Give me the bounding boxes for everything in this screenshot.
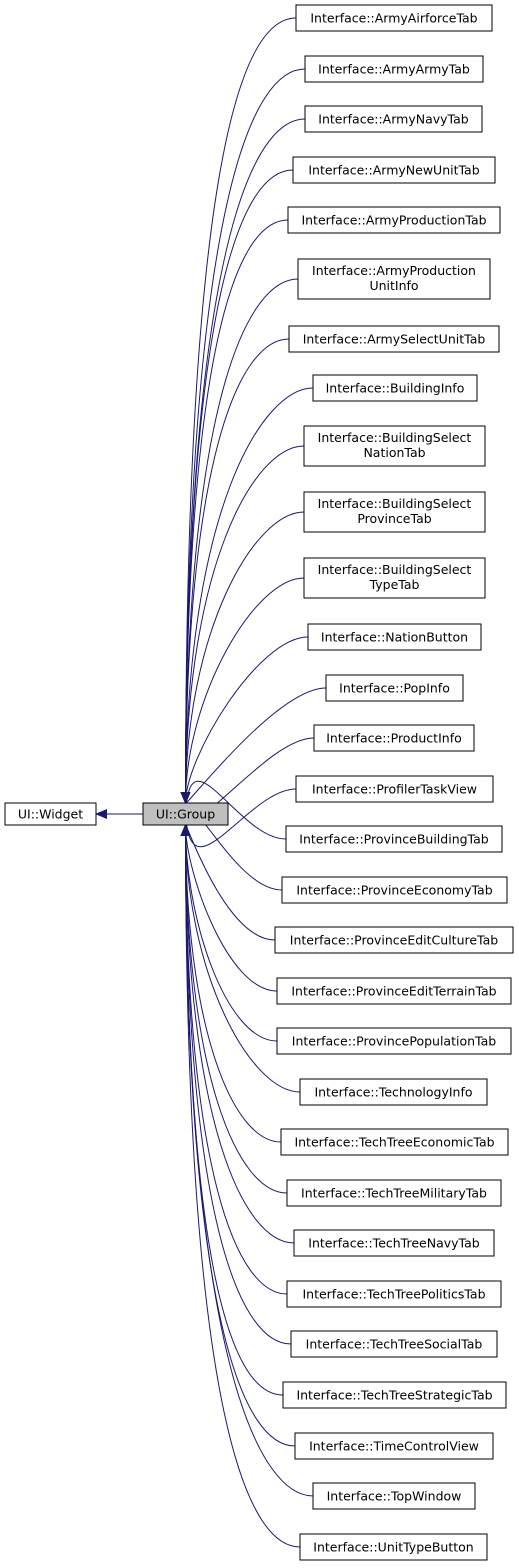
edge-army-navy-tab (180, 118, 306, 804)
edge-army-select-unit-tab (180, 338, 290, 804)
node-province-economy-tab-label-1: Interface::ProvinceEconomyTab (296, 883, 492, 898)
node-profiler-task-view[interactable]: Interface::ProfilerTaskView (295, 775, 494, 803)
edge-building-select-nation-tab (180, 445, 305, 804)
node-technology-info[interactable]: Interface::TechnologyInfo (299, 1078, 488, 1106)
node-province-population-tab-label-1: Interface::ProvincePopulationTab (292, 1034, 496, 1049)
node-army-production-tab[interactable]: Interface::ArmyProductionTab (287, 206, 501, 234)
node-profiler-task-view-label-1: Interface::ProfilerTaskView (312, 782, 477, 797)
edge-province-edit-culture-tab (180, 813, 276, 941)
node-tech-tree-navy-tab[interactable]: Interface::TechTreeNavyTab (293, 1229, 495, 1257)
edge-province-population-tab (180, 824, 278, 1042)
node-top-window-label-1: Interface::TopWindow (327, 1489, 462, 1504)
node-pop-info-label-1: Interface::PopInfo (339, 681, 450, 696)
node-province-population-tab[interactable]: Interface::ProvincePopulationTab (276, 1027, 512, 1055)
node-ui-widget[interactable]: UI::Widget (4, 802, 97, 826)
derived-class-nodes: Interface::ArmyAirforceTabInterface::Arm… (274, 4, 514, 1561)
node-ui-widget-label: UI::Widget (18, 807, 83, 822)
edge-building-select-province-tab (180, 511, 305, 804)
edge-technology-info (180, 824, 301, 1093)
node-tech-tree-economic-tab[interactable]: Interface::TechTreeEconomicTab (280, 1128, 509, 1156)
node-army-new-unit-tab-label-1: Interface::ArmyNewUnitTab (308, 163, 479, 178)
node-building-select-province-tab-label-1: Interface::BuildingSelect (318, 496, 472, 511)
node-army-airforce-tab-label-1: Interface::ArmyAirforceTab (310, 11, 477, 26)
node-unit-type-button[interactable]: Interface::UnitTypeButton (299, 1533, 488, 1561)
node-province-edit-terrain-tab-label-1: Interface::ProvinceEditTerrainTab (291, 984, 496, 999)
node-building-select-nation-tab-label-2: NationTab (363, 445, 425, 460)
edge-tech-tree-navy-tab (180, 824, 295, 1244)
edge-tech-tree-social-tab (180, 824, 292, 1345)
node-ui-group-label: UI::Group (156, 807, 215, 822)
node-tech-tree-strategic-tab-label-1: Interface::TechTreeStrategicTab (296, 1388, 492, 1403)
edge-army-production-tab (180, 219, 289, 804)
node-top-window[interactable]: Interface::TopWindow (312, 1482, 476, 1510)
node-tech-tree-military-tab-label-1: Interface::TechTreeMilitaryTab (301, 1186, 487, 1201)
node-tech-tree-politics-tab[interactable]: Interface::TechTreePoliticsTab (286, 1280, 502, 1308)
node-tech-tree-politics-tab-label-1: Interface::TechTreePoliticsTab (302, 1287, 485, 1302)
node-province-building-tab[interactable]: Interface::ProvinceBuildingTab (285, 825, 503, 853)
edge-building-info (180, 387, 314, 804)
node-tech-tree-strategic-tab[interactable]: Interface::TechTreeStrategicTab (282, 1381, 507, 1409)
edge-unit-type-button (180, 824, 301, 1548)
edge-top-window (180, 824, 314, 1497)
node-army-army-tab[interactable]: Interface::ArmyArmyTab (304, 55, 484, 83)
node-army-production-unit-info-label-1: Interface::ArmyProduction (312, 263, 476, 278)
node-province-economy-tab[interactable]: Interface::ProvinceEconomyTab (281, 876, 508, 904)
node-technology-info-label-1: Interface::TechnologyInfo (314, 1085, 472, 1100)
node-nation-button[interactable]: Interface::NationButton (307, 623, 482, 651)
node-army-navy-tab[interactable]: Interface::ArmyNavyTab (304, 105, 483, 133)
node-building-select-province-tab-label-2: ProvinceTab (357, 511, 431, 526)
node-building-info-label-1: Interface::BuildingInfo (326, 381, 465, 396)
edge-army-production-unit-info (180, 278, 299, 804)
node-army-army-tab-label-1: Interface::ArmyArmyTab (318, 62, 470, 77)
edge-tech-tree-economic-tab (180, 824, 282, 1143)
node-building-select-nation-tab-label-1: Interface::BuildingSelect (318, 430, 472, 445)
edge-army-army-tab (180, 68, 306, 804)
edge-pop-info (180, 687, 327, 815)
node-product-info-label-1: Interface::ProductInfo (326, 731, 462, 746)
node-army-select-unit-tab[interactable]: Interface::ArmySelectUnitTab (288, 325, 500, 353)
node-tech-tree-navy-tab-label-1: Interface::TechTreeNavyTab (308, 1236, 479, 1251)
node-building-info[interactable]: Interface::BuildingInfo (312, 374, 478, 402)
node-tech-tree-military-tab[interactable]: Interface::TechTreeMilitaryTab (286, 1179, 502, 1207)
node-tech-tree-social-tab-label-1: Interface::TechTreeSocialTab (306, 1337, 483, 1352)
node-ui-group[interactable]: UI::Group (142, 802, 229, 826)
edge-province-edit-terrain-tab (180, 824, 278, 992)
node-province-edit-terrain-tab[interactable]: Interface::ProvinceEditTerrainTab (276, 977, 512, 1005)
node-pop-info[interactable]: Interface::PopInfo (325, 674, 464, 702)
node-army-navy-tab-label-1: Interface::ArmyNavyTab (318, 112, 468, 127)
node-time-control-view-label-1: Interface::TimeControlView (309, 1439, 479, 1454)
node-army-production-unit-info-label-2: UnitInfo (369, 278, 418, 293)
node-tech-tree-social-tab[interactable]: Interface::TechTreeSocialTab (290, 1330, 498, 1358)
edge-nation-button (180, 636, 309, 804)
node-army-production-tab-label-1: Interface::ArmyProductionTab (301, 213, 486, 228)
node-army-airforce-tab[interactable]: Interface::ArmyAirforceTab (295, 4, 493, 32)
node-army-new-unit-tab[interactable]: Interface::ArmyNewUnitTab (292, 156, 496, 184)
node-army-select-unit-tab-label-1: Interface::ArmySelectUnitTab (303, 332, 486, 347)
edge-army-airforce-tab (180, 17, 297, 804)
node-province-edit-culture-tab-label-1: Interface::ProvinceEditCultureTab (290, 933, 499, 948)
node-building-select-type-tab-label-1: Interface::BuildingSelect (318, 562, 472, 577)
node-time-control-view[interactable]: Interface::TimeControlView (294, 1432, 494, 1460)
edge-tech-tree-strategic-tab (180, 824, 284, 1396)
node-unit-type-button-label-1: Interface::UnitTypeButton (313, 1540, 473, 1555)
node-tech-tree-economic-tab-label-1: Interface::TechTreeEconomicTab (294, 1135, 494, 1150)
edge-tech-tree-military-tab (180, 824, 288, 1194)
node-province-building-tab-label-1: Interface::ProvinceBuildingTab (299, 832, 489, 847)
edge-building-select-type-tab (180, 577, 305, 804)
edge-province-building-tab (180, 780, 287, 840)
node-product-info[interactable]: Interface::ProductInfo (313, 724, 475, 752)
node-province-edit-culture-tab[interactable]: Interface::ProvinceEditCultureTab (274, 926, 514, 954)
edge-tech-tree-politics-tab (180, 824, 288, 1295)
edges (95, 17, 327, 1548)
node-nation-button-label-1: Interface::NationButton (321, 630, 468, 645)
node-building-select-type-tab-label-2: TypeTab (369, 577, 420, 592)
